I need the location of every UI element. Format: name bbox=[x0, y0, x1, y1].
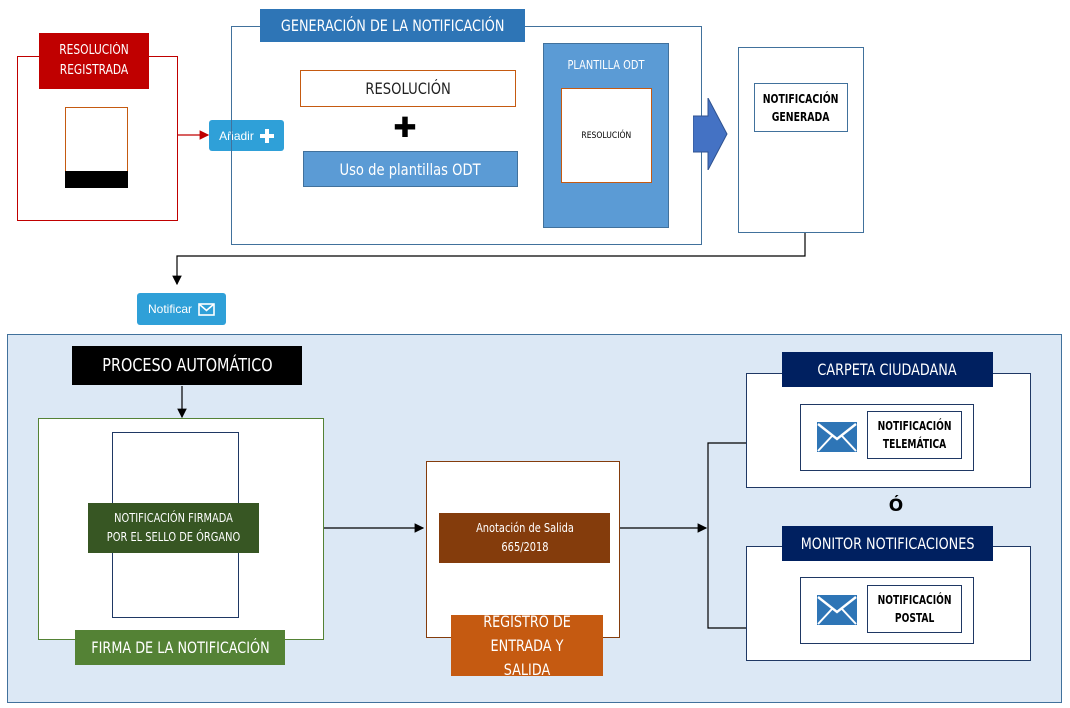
carpeta-header: CARPETA CIUDADANA bbox=[782, 352, 993, 387]
plantilla-odt-header: PLANTILLA ODT bbox=[567, 58, 645, 72]
generacion-header: GENERACIÓN DE LA NOTIFICACIÓN bbox=[260, 9, 525, 42]
telematica-label: NOTIFICACIÓN TELEMÁTICA bbox=[867, 411, 962, 459]
anotacion-label: Anotación de Salida 665/2018 bbox=[439, 513, 610, 563]
envelope-icon bbox=[817, 422, 857, 452]
anadir-button[interactable]: Añadir bbox=[209, 120, 284, 151]
envelope-icon bbox=[817, 595, 857, 625]
plantilla-odt-inner: RESOLUCIÓN bbox=[561, 88, 652, 183]
firma-label: FIRMA DE LA NOTIFICACIÓN bbox=[75, 630, 285, 665]
monitor-header: MONITOR NOTIFICACIONES bbox=[782, 526, 993, 561]
document-bar bbox=[65, 171, 128, 188]
firma-inner-label: NOTIFICACIÓN FIRMADA POR EL SELLO DE ÓRG… bbox=[88, 503, 259, 553]
resolucion-field: RESOLUCIÓN bbox=[300, 70, 516, 107]
notificacion-generada-label: NOTIFICACIÓN GENERADA bbox=[754, 83, 848, 132]
resolucion-registrada-label: RESOLUCIÓN REGISTRADA bbox=[39, 33, 149, 89]
plus-symbol: ✚ bbox=[393, 112, 417, 143]
big-right-arrow bbox=[693, 98, 728, 170]
notificar-button[interactable]: Notificar bbox=[137, 293, 226, 325]
notificacion-generada-box bbox=[738, 47, 864, 233]
split-bracket bbox=[707, 442, 746, 629]
proceso-header: PROCESO AUTOMÁTICO bbox=[72, 346, 302, 385]
envelope-icon bbox=[198, 302, 215, 316]
registro-label: REGISTRO DE ENTRADA Y SALIDA bbox=[451, 612, 603, 679]
plus-icon bbox=[259, 128, 274, 143]
document-icon bbox=[65, 107, 128, 188]
postal-label: NOTIFICACIÓN POSTAL bbox=[867, 585, 962, 633]
or-separator: Ó bbox=[888, 496, 904, 516]
plantillas-field: Uso de plantillas ODT bbox=[303, 151, 518, 187]
